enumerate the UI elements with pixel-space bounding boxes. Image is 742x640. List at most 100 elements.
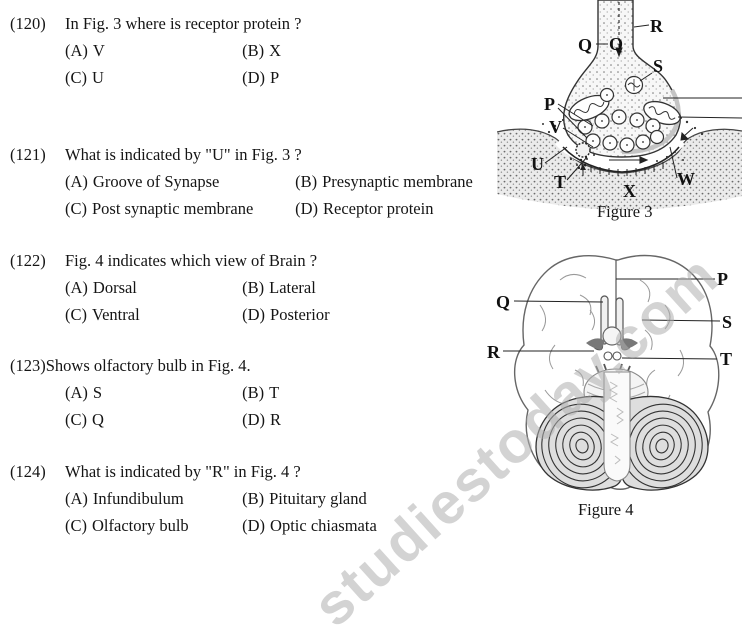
fig3-label-x: X [623,181,636,201]
option-d-label: (D) [242,68,266,87]
option-b-text: X [269,41,282,60]
option-b-text: Presynaptic membrane [322,172,473,191]
option-c-label: (C) [65,68,87,87]
question-122-line: (122)Fig. 4 indicates which view of Brai… [10,247,490,274]
option-a-label: (A) [65,278,88,297]
option-a-label: (A) [65,172,88,191]
brain-diagram: P Q S R T [487,254,732,491]
option-c: (C)Post synaptic membrane [65,195,291,222]
question-121: (121) What is indicated by "U" in Fig. 3 … [10,141,490,222]
fig3-label-w: W [677,169,695,189]
option-d-text: R [270,410,282,429]
option-a-label: (A) [65,41,88,60]
fig3-label-q-inner: Q [609,34,623,54]
cleft-arrow [609,156,649,164]
question-124: (124)What is indicated by "R" in Fig. 4 … [10,458,490,539]
option-c-text: Ventral [92,305,140,324]
question-123: (123)Shows olfactory bulb in Fig. 4. (A)… [10,352,490,433]
option-d: (D)Optic chiasmata [242,516,377,535]
fig4-label-q: Q [496,292,510,312]
option-d-label: (D) [242,305,266,324]
option-row: (A)Infundibulum (B)Pituitary gland [65,485,490,512]
question-123-number: (123) [10,356,46,375]
question-120: (120)In Fig. 3 where is receptor protein… [10,10,490,91]
option-a-label: (A) [65,489,88,508]
option-d: (D)P [242,68,279,87]
cerebellum-left [535,395,623,491]
knob-inner-arrow [680,127,694,141]
leader-lines [544,24,742,181]
synapse-diagram: R Q Q S P V U T X W [496,0,742,210]
option-b-label: (B) [242,278,265,297]
fig3-label-q: Q [578,35,592,55]
option-c: (C) Q [65,406,238,433]
option-a: (A)Dorsal [65,274,238,301]
postsynaptic-surface-line [496,128,742,174]
fig3-label-v: V [549,117,562,137]
option-c: (C)Ventral [65,301,238,328]
figure-3-caption: Figure 3 [597,202,653,221]
option-b-text: Lateral [269,278,316,297]
question-124-options: (A)Infundibulum (B)Pituitary gland (C) Ol… [10,485,490,539]
question-121-text: What is indicated by "U" in Fig. 3 ? [65,145,302,164]
fig3-label-s: S [653,56,663,76]
fig4-label-r: R [487,342,501,362]
option-d: (D)Receptor protein [295,199,433,218]
vesicle-speckles [584,94,654,146]
fig3-label-r: R [650,16,664,36]
option-row: (A)Dorsal (B)Lateral [65,274,490,301]
postsynaptic-membrane [562,146,680,173]
question-121-number: (121) [10,145,46,164]
option-b-label: (B) [242,383,265,402]
option-a: (A)Infundibulum [65,485,238,512]
option-d-label: (D) [295,199,319,218]
option-b: (B)X [242,41,281,60]
option-b-label: (B) [295,172,318,191]
option-b-label: (B) [242,489,265,508]
cerebellum-right [621,395,709,491]
figure-4-caption: Figure 4 [578,500,634,519]
option-b-text: Pituitary gland [269,489,367,508]
option-d-label: (D) [242,516,266,535]
option-a: (A)S [65,379,238,406]
fig3-label-p: P [544,94,555,114]
option-d-text: P [270,68,280,87]
option-a-label: (A) [65,383,88,402]
fusing-vesicle [575,142,591,176]
option-row: (C) Olfactory bulb (D)Optic chiasmata [65,512,490,539]
fig3-label-t: T [554,172,566,192]
option-c-text: U [92,68,104,87]
figure-4: P Q S R T Figure 4 [470,250,742,520]
option-d-text: Optic chiasmata [270,516,377,535]
option-a-text: V [92,41,105,60]
option-c-label: (C) [65,199,87,218]
option-c: (C) U [65,64,238,91]
option-b: (B)Pituitary gland [242,489,367,508]
question-124-number: (124) [10,462,46,481]
question-123-line: (123)Shows olfactory bulb in Fig. 4. [10,352,490,379]
option-b-text: T [269,383,280,402]
option-c-label: (C) [65,516,87,535]
option-row: (C)Post synaptic membrane (D)Receptor pr… [65,195,490,222]
option-d-text: Receptor protein [323,199,434,218]
option-c-label: (C) [65,410,87,429]
option-d: (D)Posterior [242,305,330,324]
option-a: (A)V [65,37,238,64]
fig4-label-p: P [717,269,728,289]
impulse-arrow [615,2,623,58]
exam-page: { "page": {"background": "#ffffff", "tex… [10,0,742,640]
option-row: (C)Ventral (D)Posterior [65,301,490,328]
mammillary-body-left [603,351,613,361]
option-row: (A)Groove of Synapse (B)Presynaptic memb… [65,168,490,195]
figure-3: R Q Q S P V U T X W Figure 3 [496,0,742,225]
option-d: (D)R [242,410,281,429]
question-123-text: Shows olfactory bulb in Fig. 4. [45,356,251,375]
leader-lines [503,278,721,360]
option-c-text: Q [92,410,104,429]
question-121-line: (121) What is indicated by "U" in Fig. 3 … [10,141,490,168]
right-leader-line-2 [677,116,742,119]
knob-membrane-rim [621,88,681,155]
option-b-label: (B) [242,41,265,60]
question-120-text: In Fig. 3 where is receptor protein ? [65,14,302,33]
option-c-text: Olfactory bulb [92,516,189,535]
